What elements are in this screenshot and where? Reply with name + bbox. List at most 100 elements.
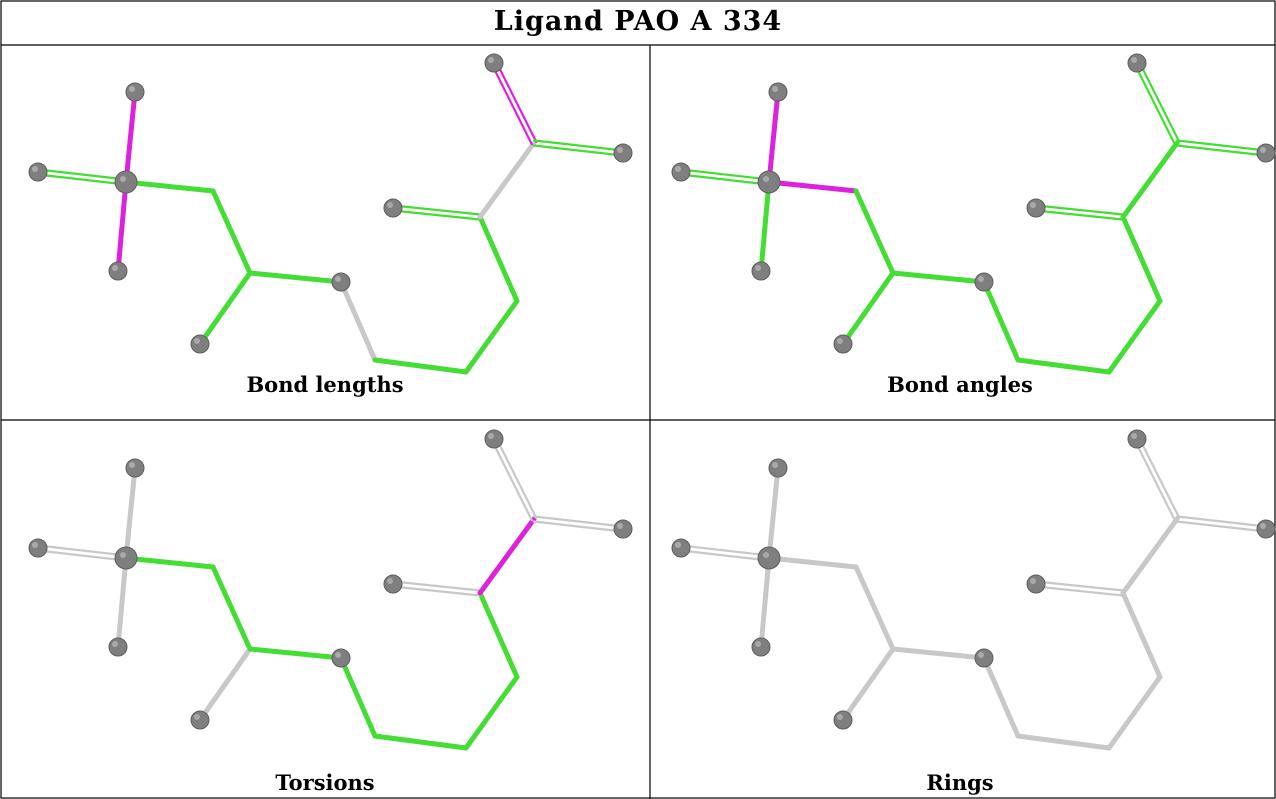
bond-c3-c4 xyxy=(338,655,378,739)
atom-c3 xyxy=(974,272,994,292)
bond-c1-top xyxy=(123,89,138,185)
atom-highlight xyxy=(129,462,135,468)
bond-c8-o1 xyxy=(495,436,538,519)
bond-c8-o2 xyxy=(532,520,624,533)
atom-highlight xyxy=(387,202,393,208)
atom-highlight xyxy=(675,166,681,172)
bond-c7-c8 xyxy=(477,140,537,220)
atom-highlight xyxy=(32,166,38,172)
atom-highlight xyxy=(335,652,341,658)
bond-ch2-c3 xyxy=(247,270,344,285)
atom-c3 xyxy=(974,648,994,668)
bond-c7-ox xyxy=(392,580,482,592)
bond-c5-c6 xyxy=(463,674,520,751)
bond-c1-top xyxy=(123,465,138,561)
bond-c4-c5 xyxy=(1015,357,1112,375)
atom-c1 xyxy=(114,546,138,570)
bond-c7-c8 xyxy=(1120,516,1180,596)
bond-c1-left-second xyxy=(679,549,770,562)
bond-c7-ox xyxy=(1035,580,1125,592)
bond-c8-o2 xyxy=(532,144,624,157)
atom-highlight xyxy=(32,542,38,548)
bond-c3-c4 xyxy=(338,279,378,363)
bond-c7-ox-second xyxy=(1034,209,1124,221)
bond-ch2-me xyxy=(197,270,253,347)
bond-c1-bot xyxy=(115,179,129,274)
bond-c8-o2-second xyxy=(533,139,625,152)
bond-c8-o1 xyxy=(495,60,538,143)
bond-c8-o1-second xyxy=(490,439,533,522)
bond-ch2-me xyxy=(840,270,896,347)
bond-c8-o2 xyxy=(1175,520,1267,533)
atom-highlight xyxy=(772,462,778,468)
atom-o1 xyxy=(1127,429,1147,449)
atom-o1 xyxy=(1127,53,1147,73)
bond-c7-ox-second xyxy=(391,585,481,597)
atom-bot xyxy=(108,261,128,281)
atom-highlight xyxy=(120,176,126,182)
atom-highlight xyxy=(978,652,984,658)
bond-c1-ch1 xyxy=(766,555,859,570)
bond-ch2-c3 xyxy=(247,646,344,661)
bond-c4-c5 xyxy=(372,357,469,375)
atom-me xyxy=(190,334,210,354)
atom-left xyxy=(671,162,691,182)
atom-highlight xyxy=(755,265,761,271)
atom-highlight xyxy=(194,714,200,720)
atom-left xyxy=(28,162,48,182)
bond-c1-ch1 xyxy=(766,179,859,194)
atom-left xyxy=(671,538,691,558)
atom-ox xyxy=(1026,198,1046,218)
bond-ch2-c3 xyxy=(890,270,987,285)
atom-highlight xyxy=(1131,433,1137,439)
bond-c1-left xyxy=(680,544,771,557)
bond-c5-c6 xyxy=(1106,298,1163,375)
atom-highlight xyxy=(755,641,761,647)
atom-o2 xyxy=(1256,143,1276,163)
bond-lengths-diagram xyxy=(28,53,633,375)
bond-c7-c8 xyxy=(477,516,537,596)
bond-c7-c8 xyxy=(1120,140,1180,220)
atom-ox xyxy=(383,574,403,594)
bond-ch1-ch2 xyxy=(210,188,253,276)
torsions-caption: Torsions xyxy=(275,770,375,795)
atom-o1 xyxy=(484,53,504,73)
bond-c1-left-second xyxy=(36,173,127,186)
bond-c6-c7 xyxy=(477,214,520,304)
atom-me xyxy=(833,710,853,730)
rings-diagram xyxy=(671,429,1276,751)
bond-c7-ox-second xyxy=(391,209,481,221)
bond-c8-o1-second xyxy=(490,63,533,146)
torsions-diagram xyxy=(28,429,633,751)
atom-o1 xyxy=(484,429,504,449)
atom-highlight xyxy=(387,578,393,584)
atom-highlight xyxy=(1260,147,1266,153)
atom-highlight xyxy=(1030,578,1036,584)
atom-me xyxy=(190,710,210,730)
atom-highlight xyxy=(488,433,494,439)
bond-c8-o1-second xyxy=(1133,439,1176,522)
atom-highlight xyxy=(772,86,778,92)
bond-c1-left-second xyxy=(679,173,770,186)
bond-c5-c6 xyxy=(463,298,520,375)
atom-highlight xyxy=(1131,57,1137,63)
bond-c3-c4 xyxy=(981,655,1021,739)
atom-highlight xyxy=(617,523,623,529)
atom-c1 xyxy=(757,546,781,570)
atom-o2 xyxy=(1256,519,1276,539)
bond-c8-o2 xyxy=(1175,144,1267,157)
atom-left xyxy=(28,538,48,558)
bond-c1-left xyxy=(37,168,128,181)
atom-highlight xyxy=(763,176,769,182)
atom-highlight xyxy=(763,552,769,558)
bond-ch2-me xyxy=(197,646,253,723)
atom-highlight xyxy=(1030,202,1036,208)
atom-ox xyxy=(383,198,403,218)
bond-c1-bot xyxy=(758,179,772,274)
atom-highlight xyxy=(488,57,494,63)
atom-bot xyxy=(751,637,771,657)
bond-angles-diagram xyxy=(671,53,1276,375)
atom-highlight xyxy=(129,86,135,92)
bond-c1-top xyxy=(766,465,781,561)
bond-ch1-ch2 xyxy=(210,564,253,652)
